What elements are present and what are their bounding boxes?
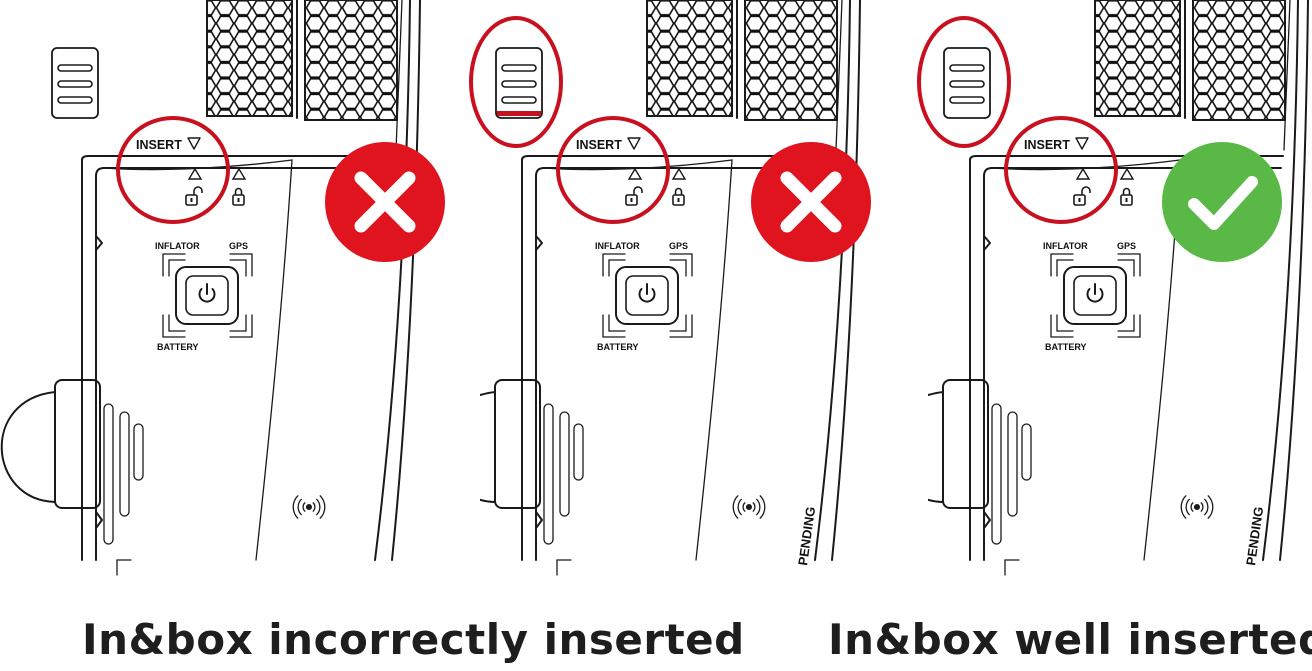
device-body [521,155,836,561]
lock-arrow-icon [671,167,687,180]
vent-slot-2 [119,411,130,517]
vent-slot-2 [1007,411,1018,517]
battery-indicator [1050,314,1074,338]
insert-label: INSERT [1024,138,1070,152]
battery-label: BATTERY [1045,342,1087,352]
latch-highlight-circle [469,16,563,148]
inflator-indicator [1050,253,1074,277]
insert-arrow-icon [627,137,641,150]
power-icon [638,288,656,303]
lock-icon [672,187,685,206]
status-badge [1162,142,1282,262]
status-indicator [229,314,253,338]
vent-slot-3 [573,423,584,481]
lock-arrow-icon [231,167,247,180]
release-latch-button [495,47,543,119]
power-button [1063,266,1127,325]
insert-label: INSERT [576,138,622,152]
unlock-icon [625,186,643,206]
gps-label: GPS [229,241,248,251]
side-bumper [928,391,944,503]
wireless-icon [1180,495,1214,519]
release-latch-button [51,47,99,119]
lock-icon [232,187,245,206]
wireless-icon [292,495,326,519]
incorrect-caption: In&box incorrectly inserted [82,615,745,664]
power-button [175,266,239,325]
gps-indicator [229,253,253,277]
insert-arrow-icon [187,137,201,150]
red-indicator-bar [497,111,541,116]
battery-label: BATTERY [157,342,199,352]
correct-caption: In&box well inserted [828,615,1312,664]
inflator-indicator [602,253,626,277]
device-line-art [0,0,421,576]
status-badge [325,142,445,262]
unlock-arrow-icon [187,167,203,180]
status-indicator [669,314,693,338]
device-body [969,155,1284,561]
device-line-art [480,0,861,576]
housing-edge [814,0,851,561]
battery-indicator [602,314,626,338]
inflator-label: INFLATOR [1043,241,1088,251]
gps-label: GPS [1117,241,1136,251]
vent-slot-1 [991,403,1002,545]
insert-label: INSERT [136,138,182,152]
gps-label: GPS [669,241,688,251]
x-icon [780,171,842,233]
wireless-icon [732,495,766,519]
gps-indicator [669,253,693,277]
power-icon [198,288,216,303]
inflator-label: INFLATOR [595,241,640,251]
side-bumper [0,391,56,503]
insert-arrow-icon [1075,137,1089,150]
power-icon [1086,288,1104,303]
vent-slot-1 [543,403,554,545]
insert-highlight-circle [116,116,230,224]
vent-slot-1 [103,403,114,545]
vent-grille-right [1192,0,1286,121]
inflator-indicator [162,253,186,277]
vent-slot-3 [1021,423,1032,481]
vent-slot-2 [559,411,570,517]
battery-label: BATTERY [597,342,639,352]
vent-grille-right [744,0,838,121]
release-latch-button [943,47,991,119]
vent-slot-3 [133,423,144,481]
vent-grille-left [1094,0,1181,117]
unlock-icon [1073,186,1091,206]
housing-edge [1262,0,1299,561]
unlock-icon [185,186,203,206]
status-badge [751,142,871,262]
installation-diagram: INSERT INFLATOR GPS BATTERY INSERT INFLATOR GP… [0,0,1309,576]
battery-indicator [162,314,186,338]
lock-arrow-icon [1119,167,1135,180]
vent-grille-right [304,0,398,121]
insert-highlight-circle [1004,116,1118,224]
device-line-art [928,0,1309,576]
check-icon [1188,176,1258,230]
inflator-label: INFLATOR [155,241,200,251]
gps-indicator [1117,253,1141,277]
unlock-arrow-icon [1075,167,1091,180]
lock-icon [1120,187,1133,206]
vent-grille-left [646,0,733,117]
power-button [615,266,679,325]
insert-highlight-circle [556,116,670,224]
side-bumper [480,391,496,503]
unlock-arrow-icon [627,167,643,180]
panel-1: INSERT INFLATOR GPS BATTERY [0,0,445,576]
device-body [81,155,396,561]
housing-edge [374,0,411,561]
latch-highlight-circle [917,16,1011,148]
status-indicator [1117,314,1141,338]
x-icon [354,171,416,233]
vent-grille-left [206,0,293,117]
